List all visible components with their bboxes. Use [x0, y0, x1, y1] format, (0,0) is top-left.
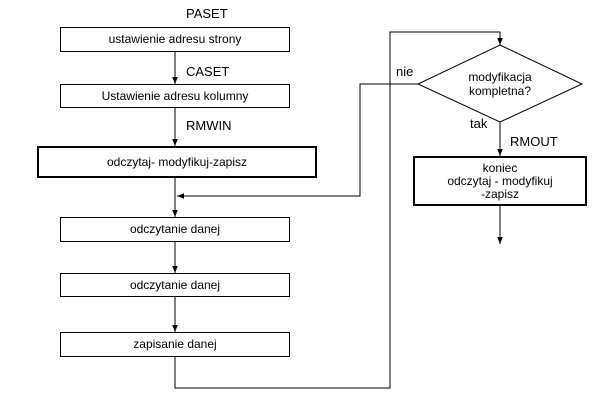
box-read-data-2: odczytanie danej: [60, 273, 290, 297]
box-write-data: zapisanie danej: [60, 332, 290, 357]
decision-line-1: modyfikacja: [468, 70, 532, 84]
decision-text: modyfikacja kompletna?: [440, 70, 560, 98]
label-no: nie: [396, 64, 414, 79]
end-line-1: koniec: [482, 160, 518, 175]
label-paset: PASET: [186, 6, 228, 21]
end-line-3: -zapisz: [480, 186, 519, 201]
box-end-read-modify-write: koniec odczytaj - modyfikuj -zapisz: [413, 156, 587, 206]
line-no-branch: [178, 83, 418, 197]
label-rmwin: RMWIN: [186, 118, 232, 133]
decision-diamond: [416, 44, 584, 123]
label-caset: CASET: [186, 64, 230, 79]
label-rmout: RMOUT: [510, 134, 558, 149]
decision-line-2: kompletna?: [468, 84, 532, 98]
box-set-column-address: Ustawienie adresu kolumny: [60, 84, 290, 108]
end-line-2: odczytaj - modyfikuj: [447, 173, 553, 188]
box-read-data-1: odczytanie danej: [60, 217, 290, 242]
box-read-modify-write: odczytaj- modyfikuj-zapisz: [37, 146, 317, 178]
box-set-page-address: ustawienie adresu strony: [60, 27, 290, 52]
label-yes: tak: [470, 116, 488, 131]
